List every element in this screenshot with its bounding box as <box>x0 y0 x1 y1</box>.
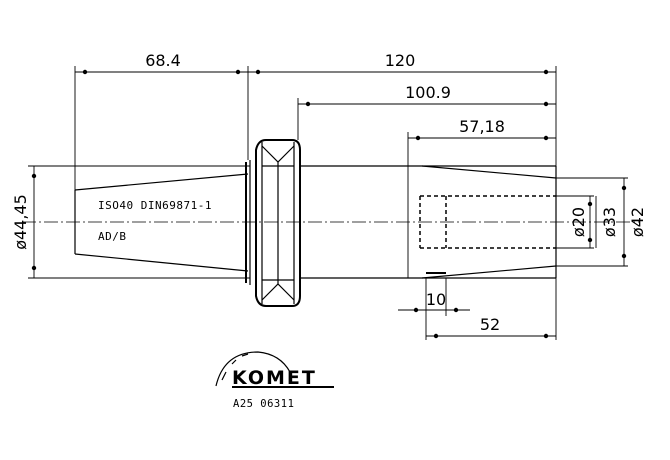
dim-bore-depth: 52 <box>426 315 556 339</box>
part-code: A25 06311 <box>233 398 294 410</box>
dim-inner-diameter: ø33 <box>595 196 619 248</box>
form-note: AD/B <box>98 230 127 243</box>
dim-bore-diameter-label: ø20 <box>569 207 588 237</box>
dim-bore-depth-label: 52 <box>480 315 500 334</box>
dim-outer-diameter: ø42 <box>621 178 647 266</box>
dim-taper-length: 68.4 <box>75 51 248 75</box>
dim-flange-diameter: ø44,45 <box>11 166 37 278</box>
dim-hidden-depth-label: 10 <box>426 290 446 309</box>
dim-taper-length-label: 68.4 <box>145 51 181 70</box>
extension-lines <box>28 66 628 340</box>
flange <box>255 139 301 307</box>
dim-inner-diameter-label: ø33 <box>600 207 619 237</box>
dim-bore-diameter: ø20 <box>569 196 593 248</box>
brand-logo-text: KOMET <box>232 367 317 389</box>
dim-bore-length: 57,18 <box>408 117 556 141</box>
dim-overall-length: 120 <box>248 51 556 75</box>
taper-shank <box>74 160 251 285</box>
dim-outer-diameter-label: ø42 <box>628 207 647 237</box>
standard-note: ISO40 DIN69871-1 <box>98 199 212 212</box>
dim-body-length: 100.9 <box>298 83 556 107</box>
dim-bore-length-label: 57,18 <box>459 117 505 136</box>
dim-body-length-label: 100.9 <box>405 83 451 102</box>
dim-flange-diameter-label: ø44,45 <box>11 194 30 250</box>
komet-logo: KOMET <box>215 351 334 389</box>
hidden-bore <box>419 195 556 274</box>
dim-hidden-depth: 10 <box>398 290 470 313</box>
dim-overall-length-label: 120 <box>385 51 416 70</box>
